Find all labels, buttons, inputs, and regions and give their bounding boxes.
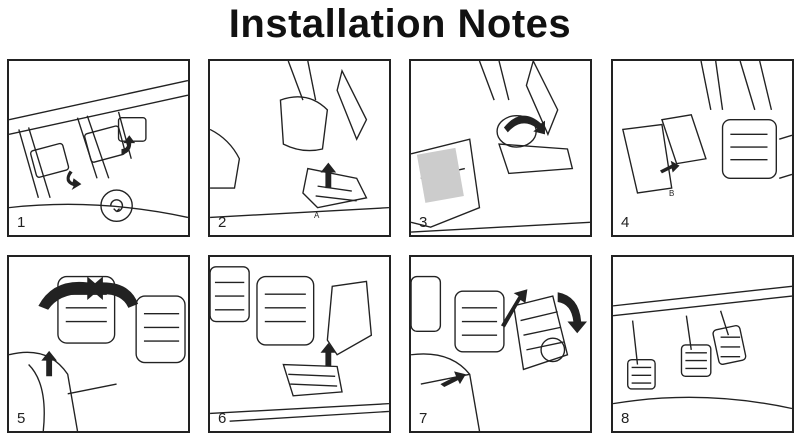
step-6-illustration (210, 266, 389, 422)
step-5-panel: 5 (7, 255, 190, 433)
step-3-illustration (411, 61, 590, 233)
step-8-illustration (613, 285, 792, 410)
step-5-illustration (9, 275, 186, 431)
step-4-illustration (621, 61, 792, 194)
step-7-illustration (411, 275, 588, 431)
part-label: A (314, 211, 320, 220)
step-1-illustration (9, 79, 188, 222)
step-number: 6 (218, 410, 227, 427)
step-number: 7 (419, 410, 428, 427)
part-label: B (669, 189, 675, 198)
step-number: 4 (621, 214, 630, 231)
step-number: 5 (17, 410, 26, 427)
step-number: 3 (419, 214, 428, 231)
page-title: Installation Notes (228, 2, 572, 46)
step-4-panel: B 4 (611, 59, 794, 237)
step-2-panel: A 2 (208, 59, 391, 237)
step-6-panel: 6 (208, 255, 391, 433)
step-7-panel: 7 (409, 255, 592, 433)
step-number: 1 (17, 214, 26, 231)
step-3-panel: 3 (409, 59, 592, 237)
step-number: 8 (621, 410, 630, 427)
step-8-panel: 8 (611, 255, 794, 433)
step-1-panel: 1 (7, 59, 190, 237)
step-2-illustration (210, 61, 389, 219)
step-number: 2 (218, 214, 227, 231)
